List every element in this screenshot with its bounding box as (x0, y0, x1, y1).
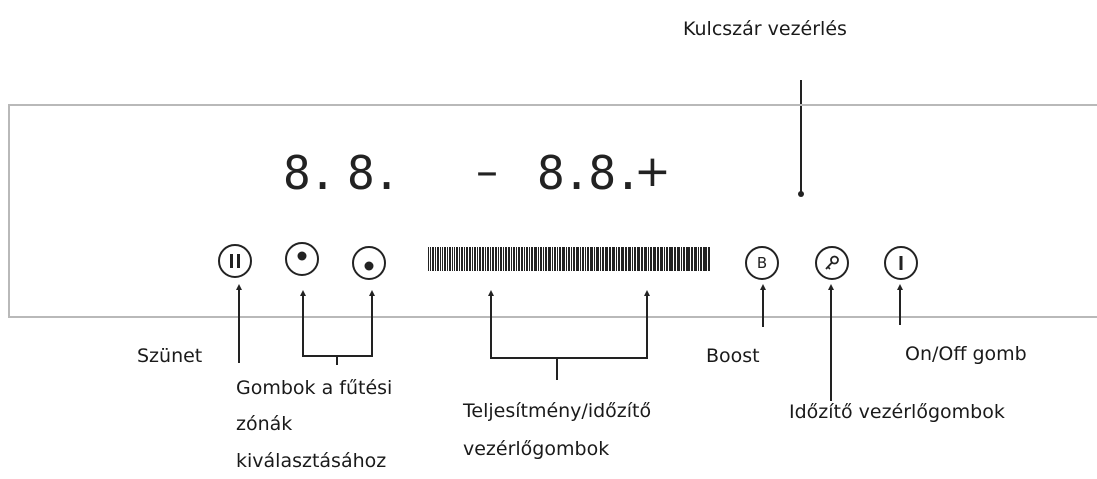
on-off-button[interactable] (884, 246, 918, 280)
timer-label: Időzítő vezérlőgombok (789, 401, 1005, 423)
zones-label-line1: Gombok a fűtési (236, 377, 393, 399)
slider-bracket-stem (556, 357, 558, 380)
timer-display: 8.8. (537, 146, 642, 200)
boost-leader-line (762, 289, 764, 327)
slider-left-leader-line (490, 295, 492, 358)
pause-leader-line (238, 289, 240, 363)
boost-button[interactable]: B (745, 246, 779, 280)
zones-label-line3: kiválasztásához (236, 450, 387, 472)
zones-bracket-stem (336, 355, 338, 365)
pause-icon (230, 254, 240, 268)
pause-arrow (236, 284, 242, 290)
timer-arrow (828, 284, 834, 290)
boost-label: Boost (706, 345, 760, 367)
key-icon (825, 255, 839, 270)
zone2-leader-line (371, 295, 373, 356)
pause-button[interactable] (218, 244, 252, 278)
zone1-leader-line (302, 295, 304, 356)
timer-leader-line (830, 289, 832, 401)
slider-right-leader-line (646, 295, 648, 358)
power-icon (899, 256, 903, 270)
zones-label-line2: zónák (236, 413, 293, 435)
plus-indicator: + (634, 146, 671, 197)
lock-leader-dot (798, 191, 804, 197)
on-off-leader-line (899, 289, 901, 325)
slider-bars (428, 247, 710, 271)
power-label-line2: vezérlőgombok (463, 438, 610, 460)
lock-leader-line (800, 80, 802, 194)
pause-label: Szünet (137, 345, 203, 367)
slider-right-arrow (644, 290, 650, 296)
zone2-display: 8. (347, 146, 400, 200)
zone2-select-button[interactable] (352, 246, 386, 280)
zone1-arrow (300, 290, 306, 296)
control-panel (8, 104, 1097, 318)
zone1-display: 8. (283, 146, 336, 200)
power-label-line1: Teljesítmény/időzítő (463, 400, 652, 422)
minus-indicator: – (476, 146, 498, 197)
boost-letter: B (756, 254, 768, 272)
on-off-arrow (897, 284, 903, 290)
on-off-label: On/Off gomb (905, 343, 1027, 365)
zone-top-dot-icon (297, 251, 307, 261)
lock-button[interactable] (815, 246, 849, 280)
boost-arrow (760, 284, 766, 290)
power-timer-slider[interactable] (428, 245, 712, 273)
zone1-select-button[interactable] (285, 242, 319, 276)
lock-control-label: Kulcszár vezérlés (683, 18, 847, 40)
zone2-arrow (369, 290, 375, 296)
slider-left-arrow (488, 290, 494, 296)
slider-bracket-line (490, 357, 648, 359)
zone-bottom-dot-icon (364, 261, 374, 271)
